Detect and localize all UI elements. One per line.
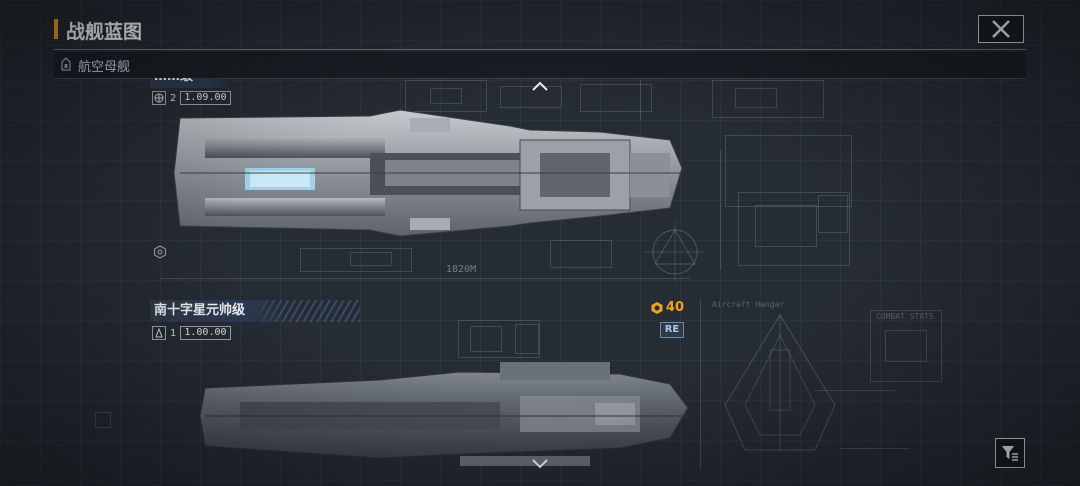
cost-value: 40 — [665, 300, 684, 315]
carrier-icon — [61, 57, 71, 71]
ship-stats: 2 1.09.00 — [152, 91, 231, 105]
hexagon-marker-icon — [154, 245, 166, 259]
ship-cost: 40 — [650, 300, 684, 315]
stat-level: 1 — [170, 327, 177, 339]
category-label: 航空母舰 — [78, 60, 131, 75]
ship-stats: 1 1.00.00 — [152, 326, 231, 340]
close-icon — [992, 20, 1010, 38]
filter-button[interactable] — [995, 438, 1025, 468]
ship-2-image[interactable] — [200, 358, 695, 468]
cost-value: 40 — [665, 66, 684, 81]
cost-icon: ⬡ — [652, 66, 664, 81]
ship-type-icon — [152, 326, 166, 340]
header: 战舰蓝图 — [54, 16, 354, 44]
title-accent — [54, 19, 58, 39]
close-button[interactable] — [978, 15, 1024, 43]
globe-icon — [152, 91, 166, 105]
page-title: 战舰蓝图 — [66, 21, 143, 43]
header-divider — [54, 49, 1026, 50]
combat-stats-label: COMBAT STATS — [876, 312, 934, 321]
ship-card-1[interactable]: ……级 2 1.09.00 ⬡ 40 — [150, 66, 690, 106]
hangar-label: Aircraft Hangar — [712, 300, 785, 309]
category-bar[interactable]: 航空母舰 — [54, 52, 1026, 79]
length-label: 1820M — [446, 264, 477, 275]
ship-card-2[interactable]: 南十字星元帅级 1 1.00.00 40 RE — [150, 300, 690, 344]
cost-icon — [651, 301, 663, 314]
stat-level: 2 — [170, 92, 177, 104]
re-badge: RE — [660, 322, 684, 338]
ship-1-image[interactable] — [170, 98, 690, 248]
ship-cost: ⬡ 40 — [652, 66, 684, 81]
stat-value: 1.00.00 — [180, 326, 231, 340]
ship-name: 南十字星元帅级 — [150, 300, 286, 322]
ship-name: ……级 — [150, 78, 234, 88]
chevron-up-icon[interactable] — [530, 80, 550, 92]
chevron-down-icon[interactable] — [530, 458, 550, 470]
filter-icon — [1002, 446, 1018, 461]
stat-value: 1.09.00 — [180, 91, 231, 105]
